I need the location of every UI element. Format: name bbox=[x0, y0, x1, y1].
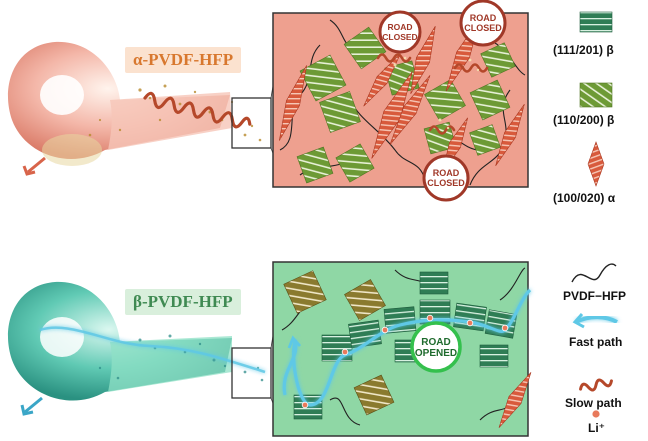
alpha-pvdf-hfp-label: α-PVDF-HFP bbox=[125, 47, 242, 73]
beta-pvdf-hfp-label: β-PVDF-HFP bbox=[125, 289, 241, 315]
legend-swatch-beta-110 bbox=[579, 82, 613, 108]
alpha-microstructure-panel: ROAD CLOSED ROAD CLOSED ROAD CLOSED bbox=[272, 0, 529, 202]
legend-swatch-li-ion bbox=[591, 409, 601, 419]
svg-text:ROAD: ROAD bbox=[433, 168, 460, 178]
svg-text:CLOSED: CLOSED bbox=[427, 178, 465, 188]
alpha-tube-illustration bbox=[7, 13, 286, 187]
svg-text:CLOSED: CLOSED bbox=[464, 23, 502, 33]
legend-label-beta-110: (110/200) β bbox=[553, 113, 615, 127]
svg-text:ROAD: ROAD bbox=[421, 337, 450, 348]
legend-swatch-polymer bbox=[571, 263, 617, 283]
legend-label-li-ion: Li⁺ bbox=[588, 421, 605, 435]
legend-label-polymer: PVDF−HFP bbox=[563, 289, 627, 303]
road-closed-sign-2: ROAD CLOSED bbox=[459, 0, 507, 47]
legend-label-fast-path: Fast path bbox=[569, 335, 623, 349]
road-closed-sign-3: ROAD CLOSED bbox=[422, 154, 470, 202]
road-closed-sign-1: ROAD CLOSED bbox=[378, 10, 422, 54]
legend-label-alpha-100: (100/020) α bbox=[553, 191, 616, 205]
beta-tube-illustration bbox=[7, 261, 286, 437]
svg-text:ROAD: ROAD bbox=[387, 22, 412, 32]
road-opened-sign: ROAD OPENED bbox=[410, 321, 462, 373]
legend-label-slow-path: Slow path bbox=[565, 396, 622, 410]
legend-swatch-alpha-100 bbox=[587, 141, 605, 187]
svg-text:ROAD: ROAD bbox=[470, 13, 497, 23]
svg-text:OPENED: OPENED bbox=[415, 348, 457, 359]
svg-text:CLOSED: CLOSED bbox=[382, 32, 417, 42]
legend-swatch-fast-path bbox=[575, 315, 618, 324]
legend-label-beta-111: (111/201) β bbox=[553, 43, 614, 57]
legend-swatch-slow-path bbox=[579, 378, 613, 392]
legend bbox=[571, 11, 618, 419]
beta-microstructure-panel: ROAD OPENED bbox=[272, 261, 532, 437]
legend-swatch-fast-arrow bbox=[572, 313, 585, 329]
legend-swatch-beta-111 bbox=[579, 11, 613, 33]
